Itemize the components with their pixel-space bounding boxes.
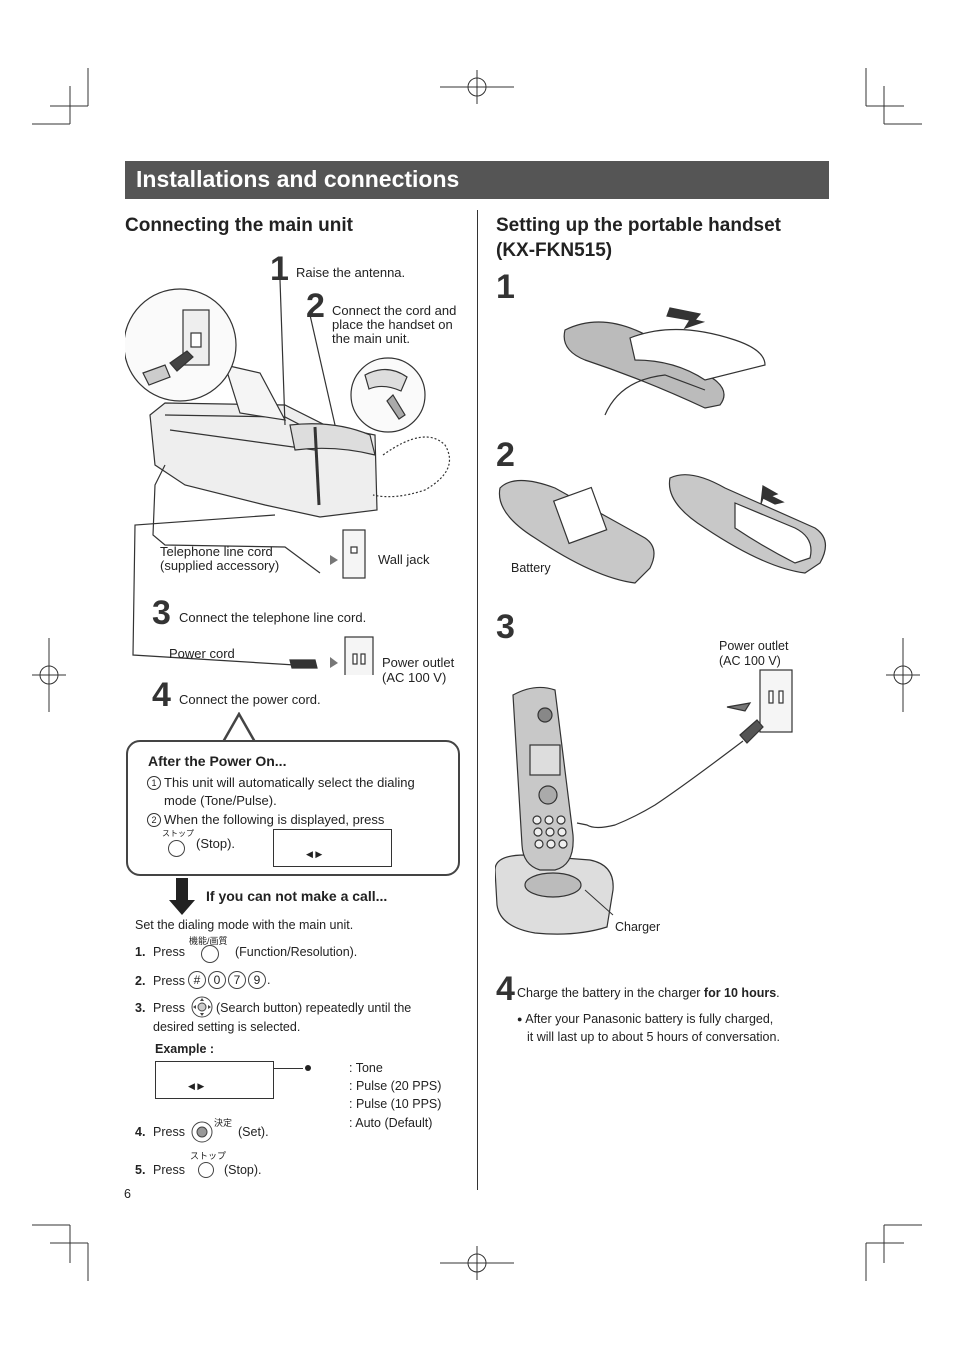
down-arrow-icon (169, 878, 195, 915)
battery-label: Battery (511, 561, 551, 575)
option-pulse-20: : Pulse (20 PPS) (349, 1079, 442, 1093)
cc-step-2-end: . (267, 973, 271, 988)
left-outlet-label-1: Power outlet (382, 655, 455, 670)
cc-step-1-num: 1. (135, 945, 146, 959)
cc-step-5-text: (Stop). (224, 1163, 262, 1177)
cannot-call-title: If you can not make a call... (206, 888, 388, 904)
cc-step-3-num: 3. (135, 1001, 146, 1015)
section-banner: Installations and connections (125, 161, 829, 199)
right-step-4-num: 4 (496, 970, 515, 1008)
lcd-display-2: ◀ ▶ (155, 1061, 274, 1099)
cc-step-2-press: Press (153, 974, 185, 988)
cannot-call-intro: Set the dialing mode with the main unit. (135, 918, 354, 932)
callout-pointer (221, 712, 257, 743)
example-leader-line (273, 1068, 303, 1069)
tel-line-label-2: (supplied accessory) (160, 558, 280, 573)
left-heading: Connecting the main unit (125, 215, 353, 236)
function-key-icon[interactable] (201, 945, 219, 963)
right-outlet-label-2: (AC 100 V) (719, 654, 781, 668)
step-4-bold: for 10 hours (703, 986, 777, 1000)
set-key-caption: 決定 (214, 1118, 233, 1128)
step-4-normal: Charge the battery in the charger (517, 986, 704, 1000)
lcd-display-1: ◀ ▶ (273, 829, 392, 867)
bullet-text-1: After your Panasonic battery is fully ch… (525, 1012, 774, 1026)
handset-battery-cover-illustration (563, 307, 766, 416)
left-step-2-line3: the main unit. (332, 331, 411, 346)
stop-key-icon[interactable] (168, 840, 185, 857)
function-key-caption: 機能/画質 (189, 936, 228, 946)
left-step-4-num: 4 (152, 676, 171, 714)
hash-key[interactable]: # (188, 971, 206, 989)
right-outlet-label-1: Power outlet (719, 639, 789, 653)
cc-step-3-line2: desired setting is selected. (153, 1020, 301, 1034)
zero-key[interactable]: 0 (208, 971, 226, 989)
stop-key-icon-2[interactable] (198, 1162, 214, 1178)
step-4-end: . (776, 986, 780, 1000)
wall-jack-label: Wall jack (378, 552, 430, 567)
option-tone: : Tone (349, 1061, 383, 1075)
left-step-2-line2: place the handset on (332, 317, 453, 332)
left-step-2-line1: Connect the cord and (332, 303, 457, 318)
set-button-icon[interactable] (190, 1120, 214, 1144)
after-power-title: After the Power On... (148, 753, 287, 769)
section-title: Installations and connections (136, 166, 460, 192)
right-bullet-line2: it will last up to about 5 hours of conv… (527, 1030, 780, 1044)
right-bullet-line1: ● After your Panasonic battery is fully … (517, 1012, 773, 1027)
item-2-marker: 2 (147, 813, 161, 827)
lcd-arrows-2: ◀ ▶ (188, 1081, 205, 1091)
example-bullet (305, 1065, 311, 1071)
cc-step-3-line1: (Search button) repeatedly until the (216, 1001, 412, 1015)
example-label: Example : (155, 1042, 215, 1056)
item-2-line-2: (Stop). (196, 836, 236, 851)
item-1-line-1: This unit will automatically select the … (164, 775, 415, 790)
column-divider (477, 210, 478, 1190)
handset-charger-illustration (495, 669, 793, 935)
right-heading-line1: Setting up the portable handset (496, 215, 782, 236)
cc-step-4-text: (Set). (238, 1125, 269, 1139)
cc-step-1-text: (Function/Resolution). (235, 945, 358, 959)
bullet-dot: ● (517, 1014, 523, 1024)
left-step-3-num: 3 (152, 594, 171, 632)
search-button-icon[interactable] (190, 995, 214, 1019)
power-cord-label: Power cord (169, 646, 235, 661)
cc-step-4-num: 4. (135, 1125, 146, 1139)
right-step-3-num: 3 (496, 608, 515, 646)
cc-step-5-num: 5. (135, 1163, 146, 1177)
right-step-2-num: 2 (496, 436, 515, 474)
tel-line-label-1: Telephone line cord (160, 544, 273, 559)
right-heading-line2: (KX-FKN515) (496, 240, 613, 261)
right-step-4-text: Charge the battery in the charger for 10… (517, 986, 780, 1001)
left-step-2-num: 2 (306, 287, 325, 325)
page-number: 6 (124, 1187, 131, 1201)
option-auto: : Auto (Default) (349, 1116, 433, 1130)
option-pulse-10: : Pulse (10 PPS) (349, 1097, 442, 1111)
nine-key[interactable]: 9 (248, 971, 266, 989)
cc-step-4-press: Press (153, 1125, 185, 1139)
stop-key-caption-2: ストップ (190, 1151, 227, 1161)
left-step-3-text: Connect the telephone line cord. (179, 610, 367, 625)
item-2-line-1: When the following is displayed, press (164, 812, 385, 827)
left-step-1-num: 1 (270, 250, 289, 288)
seven-key[interactable]: 7 (228, 971, 246, 989)
cc-step-3-press: Press (153, 1001, 185, 1015)
cc-step-5-press: Press (153, 1163, 185, 1177)
main-unit-illustration (125, 279, 450, 675)
lcd-arrows-1: ◀ ▶ (306, 849, 323, 859)
cc-step-1-press: Press (153, 945, 185, 959)
battery-insert-illustration (498, 474, 826, 584)
charger-label: Charger (615, 920, 661, 934)
left-outlet-label-2: (AC 100 V) (382, 670, 447, 685)
right-step-1-num: 1 (496, 268, 515, 306)
cc-step-2-num: 2. (135, 974, 146, 988)
left-step-4-text: Connect the power cord. (179, 692, 321, 707)
stop-key-caption: ストップ (162, 829, 194, 838)
item-1-line-2: mode (Tone/Pulse). (164, 793, 277, 808)
left-step-1-text: Raise the antenna. (296, 265, 406, 280)
item-1-marker: 1 (147, 776, 161, 790)
